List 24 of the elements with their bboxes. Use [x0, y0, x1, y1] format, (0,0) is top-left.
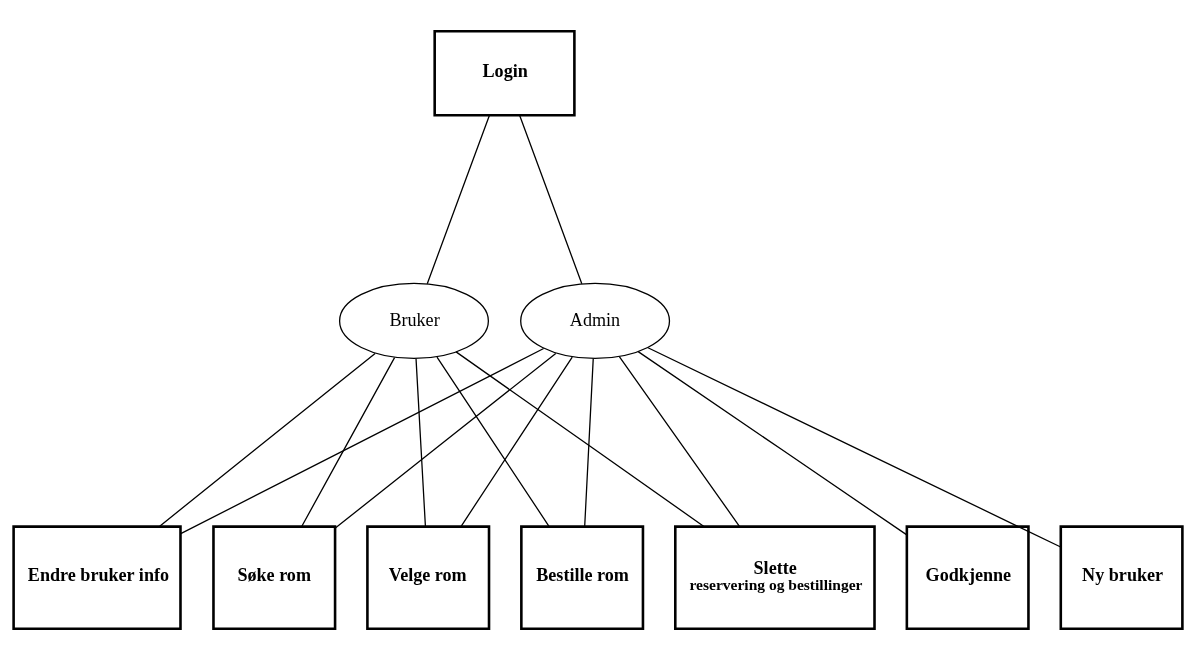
node-box: Søke rom	[212, 524, 337, 630]
connector	[334, 352, 557, 529]
connector	[460, 355, 573, 527]
node-box: Endre bruker info	[12, 524, 182, 630]
connector	[415, 357, 427, 527]
node-box: Ny bruker	[1059, 524, 1184, 630]
connector	[301, 356, 396, 527]
connector	[159, 352, 376, 527]
connector	[647, 346, 1062, 548]
connector	[426, 114, 490, 284]
connector	[180, 347, 545, 534]
node-box: Bestille rom	[520, 524, 645, 630]
connector	[455, 350, 705, 527]
connector	[618, 355, 741, 527]
connector	[584, 357, 594, 527]
node-ellipse: Bruker	[338, 282, 489, 359]
connector	[436, 355, 550, 527]
node-box: Godkjenne	[905, 524, 1030, 630]
node-box: Login	[433, 29, 576, 117]
node-ellipse: Admin	[520, 282, 671, 359]
node-box: Slette reservering og bestillinger	[674, 524, 876, 630]
connector	[637, 350, 908, 536]
node-box: Velge rom	[366, 524, 491, 630]
connector	[519, 114, 583, 284]
